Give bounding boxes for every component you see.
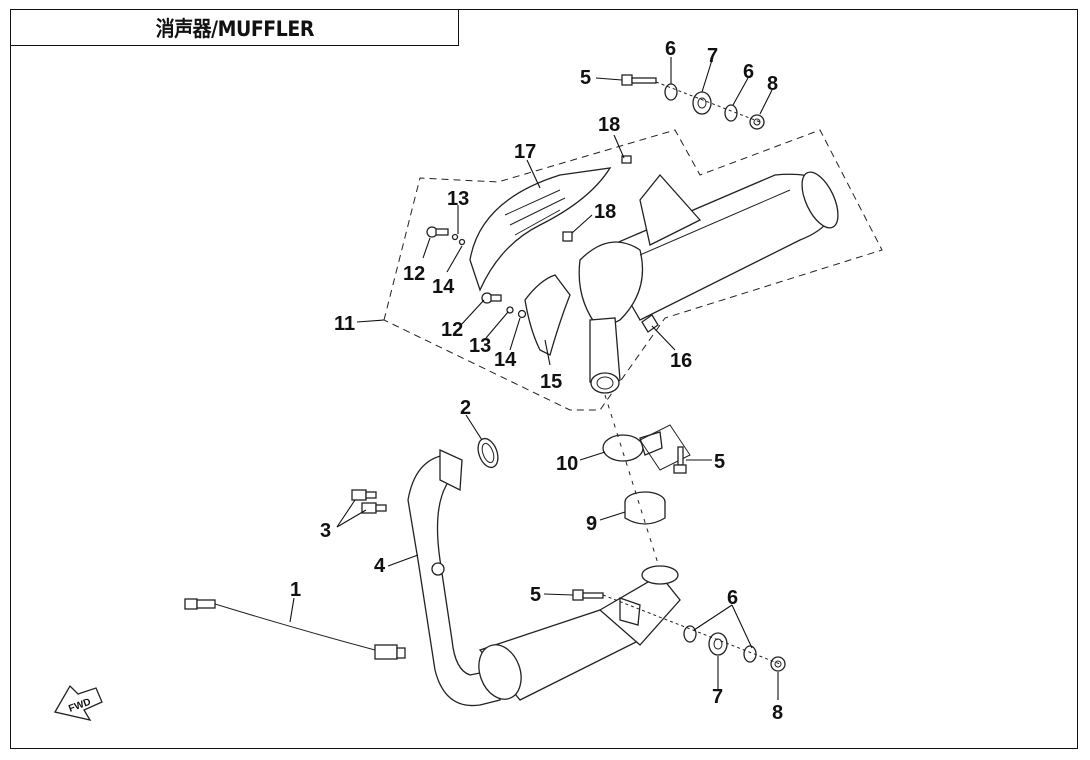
washer-13-upper <box>451 233 459 241</box>
callout-3: 3 <box>320 520 331 542</box>
callout-7: 7 <box>707 45 718 67</box>
callout-8: 8 <box>767 73 778 95</box>
gasket-9 <box>624 491 666 525</box>
callout-13: 13 <box>447 188 469 210</box>
title-box: 消声器/MUFFLER <box>10 9 459 46</box>
gasket-2 <box>477 437 499 469</box>
stud-3-upper <box>351 489 377 501</box>
page-title: 消声器/MUFFLER <box>155 16 314 41</box>
callout-14: 14 <box>432 276 455 298</box>
assembly-outline-11 <box>383 129 883 411</box>
callout-12: 12 <box>403 263 425 285</box>
callout-6: 6 <box>665 38 676 60</box>
callout-1: 1 <box>290 579 301 601</box>
washer-14-lower <box>517 309 527 319</box>
callout-2: 2 <box>460 397 471 419</box>
callout-18: 18 <box>598 114 620 136</box>
exhaust-pipe-4 <box>407 448 681 707</box>
clip-nut-18-lower <box>562 231 573 242</box>
screw-12-lower <box>481 292 502 304</box>
muffler-bracket <box>639 173 702 246</box>
bolt-5-lower <box>572 589 604 601</box>
stud-3-lower <box>361 502 387 514</box>
callout-10: 10 <box>556 453 578 475</box>
callout-12: 12 <box>441 319 463 341</box>
washer-6-top-b <box>724 104 738 122</box>
washer-6-lower-a <box>683 625 697 643</box>
heat-shield-15 <box>524 274 571 356</box>
nut-8-lower <box>770 656 786 672</box>
heat-shield-17 <box>469 167 612 292</box>
nut-8-top <box>749 114 765 130</box>
callout-13: 13 <box>469 335 491 357</box>
callout-4: 4 <box>374 555 386 577</box>
leader-lines <box>289 57 779 700</box>
washer-14-upper <box>458 238 466 246</box>
callout-18: 18 <box>594 201 616 223</box>
clamp-10 <box>602 431 663 462</box>
drawing-frame <box>10 9 1078 749</box>
callout-9: 9 <box>586 513 597 535</box>
callout-5: 5 <box>580 67 591 89</box>
grommet-7-lower <box>708 632 728 656</box>
bolt-5-clamp <box>673 446 687 474</box>
callout-15: 15 <box>540 371 562 393</box>
forward-arrow-icon: FWD <box>53 684 103 721</box>
clip-nut-18-upper <box>621 155 632 164</box>
washer-6-lower-b <box>743 645 757 663</box>
bolt-5-top <box>621 74 657 86</box>
callout-5: 5 <box>530 584 541 606</box>
callout-5: 5 <box>714 451 725 473</box>
callout-7: 7 <box>712 686 723 708</box>
screw-12-upper <box>426 226 449 238</box>
callout-14: 14 <box>494 349 517 371</box>
washer-6-top-a <box>664 83 678 101</box>
callout-11: 11 <box>334 313 355 335</box>
washer-13-lower <box>506 306 514 314</box>
muffler-canister <box>578 171 839 394</box>
callout-8: 8 <box>772 702 783 724</box>
oxygen-sensor-1 <box>184 598 406 660</box>
callout-6: 6 <box>743 61 754 83</box>
callout-16: 16 <box>670 350 692 372</box>
callout-6: 6 <box>727 587 738 609</box>
callout-17: 17 <box>514 141 536 163</box>
clamp-outline <box>639 424 691 471</box>
grommet-7-top <box>692 91 712 115</box>
